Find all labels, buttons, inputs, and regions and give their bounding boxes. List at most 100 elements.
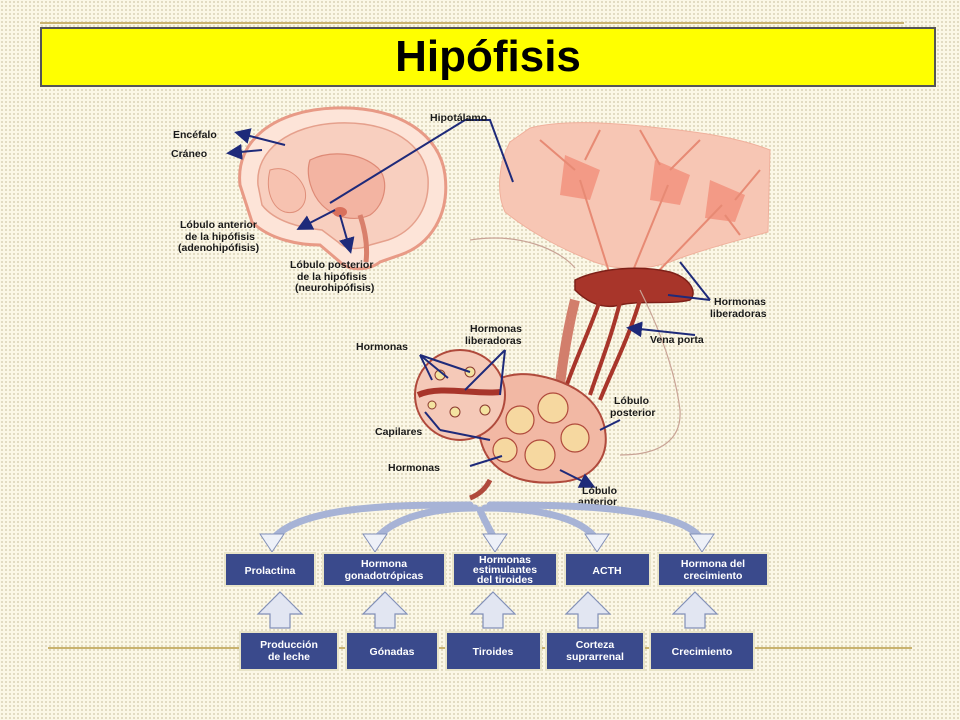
label-hormonas-liberadoras-c1: Hormonas <box>470 323 522 335</box>
pointer-liberadoras-r-b <box>667 294 711 301</box>
hormone-box-3-line3: del tiroides <box>477 574 533 586</box>
head-section <box>238 106 448 271</box>
pituitary-body <box>414 349 607 501</box>
label-lobulo-anterior-1: Lóbulo anterior <box>180 219 257 231</box>
label-lobulo-anterior-2: de la hipófisis <box>185 231 255 243</box>
label-vena-porta: Vena porta <box>650 334 704 346</box>
acinus-2 <box>537 392 569 424</box>
portal-vessels <box>563 299 642 401</box>
neuron-axons <box>539 129 761 281</box>
hormone-box-3-line1: Hormonas <box>479 554 531 566</box>
acinus-1 <box>505 405 535 435</box>
midbrain-shape <box>307 153 386 219</box>
pointer-craneo <box>226 143 263 160</box>
hormone-box-gonadotropicas <box>322 552 446 587</box>
pointer-hormonas-top-c <box>419 354 433 381</box>
page-title: Hipófisis <box>395 32 581 81</box>
inset-granule-3 <box>449 406 461 418</box>
pointer-hormonas-top-b <box>419 354 471 373</box>
pointer-lobulo-anterior-s <box>559 469 596 488</box>
pointer-lobulo-anterior <box>296 209 336 230</box>
frontal-region <box>267 168 307 214</box>
hormone-box-5-line1: Hormona del <box>681 558 745 570</box>
pointer-liberadoras-c-b <box>464 349 506 391</box>
target-box-leche <box>239 631 339 671</box>
label-hormonas-liberadoras-r1: Hormonas <box>714 296 766 308</box>
fanout-arrowheads <box>259 533 715 553</box>
label-hipotalamo: Hipotálamo <box>430 112 487 124</box>
exit-vessel <box>469 478 493 501</box>
target-box-5-line1: Crecimiento <box>672 646 733 658</box>
brainstem-shape <box>357 214 370 263</box>
pointer-vena-porta <box>626 321 696 338</box>
acinus-4 <box>524 439 556 471</box>
hormone-box-tiroides <box>452 552 558 587</box>
neuron-body-2 <box>650 160 690 205</box>
primary-capillary-plexus <box>574 267 694 307</box>
hypothalamus-outline <box>469 237 576 269</box>
fan-head-5 <box>689 533 715 553</box>
pointer-hormonas-bottom <box>469 455 503 467</box>
target-box-1-line2: de leche <box>268 651 310 663</box>
target-box-crecimiento <box>649 631 755 671</box>
fan-head-1 <box>259 533 285 553</box>
pointer-lobulo-posterior <box>339 214 355 254</box>
target-box-gonadas <box>345 631 439 671</box>
fan-head-4 <box>584 533 610 553</box>
hormone-box-4-line1: ACTH <box>592 565 621 577</box>
label-hormonas-top: Hormonas <box>356 341 408 353</box>
pointer-hipotalamo-left <box>329 119 466 204</box>
fan-arrow-2 <box>371 504 479 544</box>
pointer-encefalo <box>234 128 286 146</box>
label-lobulo-anterior-3: (adenohipófisis) <box>178 242 259 254</box>
label-craneo: Cráneo <box>171 148 207 160</box>
label-lobulo-posterior-s1: Lóbulo <box>614 395 649 407</box>
hormone-box-prolactina <box>224 552 316 587</box>
label-lobulo-anterior-s1: Lóbulo <box>582 485 617 497</box>
hormone-box-crecimiento <box>657 552 769 587</box>
label-capilares: Capilares <box>375 426 422 438</box>
label-lobulo-posterior-2: de la hipófisis <box>297 271 367 283</box>
pointer-capilares-b <box>439 429 491 441</box>
down-arrows <box>256 591 719 629</box>
pointer-hormonas-top-a <box>419 354 449 379</box>
hormone-box-3-line2: estimulantes <box>473 564 537 576</box>
pointer-lines <box>226 119 711 488</box>
down-arrow-3 <box>469 591 517 629</box>
hormone-box-1-line1: Prolactina <box>245 565 296 577</box>
label-lobulo-posterior-1: Lóbulo posterior <box>290 259 373 271</box>
hormone-box-2-line1: Hormona <box>361 558 407 570</box>
pointer-capilares-a <box>424 411 441 431</box>
pituitary-small <box>333 207 347 217</box>
label-encefalo: Encéfalo <box>173 129 217 141</box>
posterior-lobe-outline <box>619 289 681 456</box>
target-box-2-line1: Gónadas <box>370 646 415 658</box>
pointer-liberadoras-c-a <box>499 349 506 396</box>
label-hormonas-bottom: Hormonas <box>388 462 440 474</box>
target-box-3-line1: Tiroides <box>473 646 514 658</box>
hormone-boxes: Prolactina Hormona gonadotrópicas Hormon… <box>224 552 769 587</box>
inset-granule-4 <box>479 404 491 416</box>
title-banner: Hipófisis <box>40 27 936 87</box>
pointer-lobulo-posterior-s <box>599 419 621 431</box>
pointer-hipotalamo-right <box>465 119 514 183</box>
target-boxes: Producción de leche Gónadas Tiroides Cor… <box>239 631 755 671</box>
fan-head-2 <box>362 533 388 553</box>
down-arrow-5 <box>671 591 719 629</box>
target-box-4-line1: Corteza <box>576 639 615 651</box>
target-box-1-line1: Producción <box>260 639 318 651</box>
label-hormonas-liberadoras-c2: liberadoras <box>465 335 522 347</box>
fan-arrow-1 <box>268 501 474 544</box>
down-arrow-4 <box>564 591 612 629</box>
label-lobulo-posterior-s2: posterior <box>610 407 656 419</box>
acinus-3 <box>560 423 590 453</box>
label-hormonas-liberadoras-r2: liberadoras <box>710 308 767 320</box>
inset-capillary <box>416 387 501 398</box>
target-box-tiroides <box>445 631 542 671</box>
down-arrow-1 <box>256 591 304 629</box>
fan-head-3 <box>482 533 508 553</box>
top-divider <box>40 22 904 24</box>
fan-arrow-5 <box>486 501 706 544</box>
pointer-liberadoras-r-a <box>679 261 711 301</box>
